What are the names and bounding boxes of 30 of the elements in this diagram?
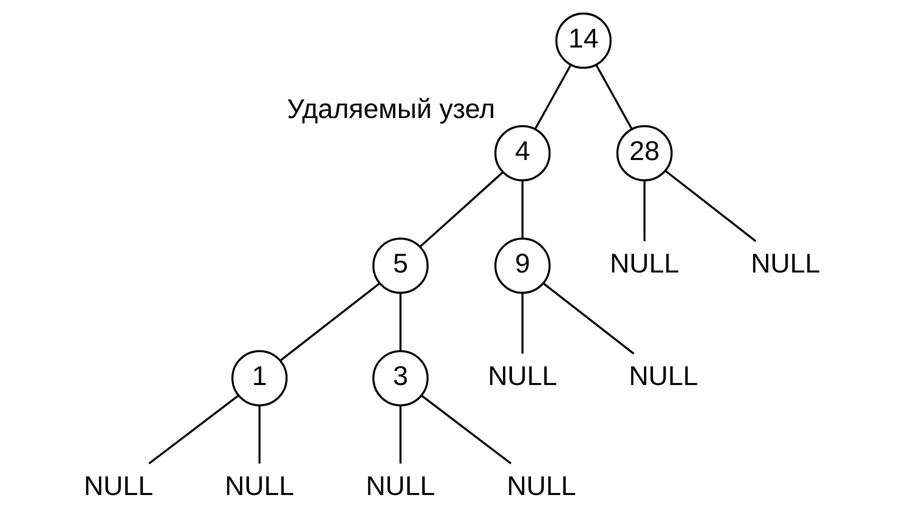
node-text: NULL <box>610 247 680 278</box>
connector <box>542 282 634 354</box>
connector <box>399 406 402 464</box>
node-circle: 9 <box>494 238 551 294</box>
connector <box>419 171 504 248</box>
node-text: NULL <box>506 470 576 501</box>
connector <box>521 293 524 354</box>
connector <box>148 395 239 464</box>
connector <box>280 282 380 362</box>
connector <box>595 64 633 130</box>
node-circle: 4 <box>494 125 551 182</box>
connector <box>643 180 646 242</box>
node-text: NULL <box>628 360 698 392</box>
connector <box>399 293 402 352</box>
node-text: NULL <box>224 470 294 501</box>
connector <box>421 395 512 464</box>
node-circle: 14 <box>555 12 612 69</box>
node-text: NULL <box>488 360 558 392</box>
node-text: NULL <box>84 470 154 501</box>
connector <box>534 64 572 130</box>
node-circle: 5 <box>372 238 429 294</box>
connector <box>664 170 756 242</box>
node-circle: 28 <box>616 125 673 182</box>
node-label: Удаляемый узел <box>286 92 496 124</box>
connector <box>258 406 261 464</box>
node-circle: 1 <box>231 350 288 406</box>
node-text: NULL <box>366 470 436 501</box>
node-circle: 3 <box>372 350 429 406</box>
node-text: NULL <box>750 247 820 278</box>
connector <box>521 180 524 239</box>
